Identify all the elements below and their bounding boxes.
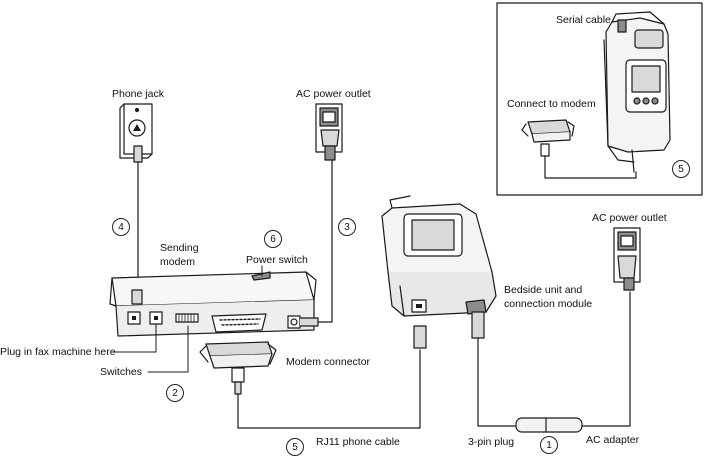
callout-5-inset: 5: [672, 160, 690, 178]
callout-1: 1: [540, 436, 558, 454]
label-ac-outlet-right: AC power outlet: [592, 212, 667, 224]
label-ac-adapter: AC adapter: [586, 434, 639, 446]
modem-connector: [200, 342, 276, 394]
inset-handheld-unit: [604, 12, 670, 172]
phone-plug-top: [134, 146, 142, 162]
inset-modem-connector: [522, 120, 574, 156]
label-bedside-line2: connection module: [504, 298, 592, 310]
ac-outlet-right: [614, 228, 640, 290]
label-ac-outlet-top: AC power outlet: [296, 88, 371, 100]
label-switches: Switches: [100, 366, 142, 378]
sending-modem: [110, 272, 318, 336]
adapter-cable-right: [582, 292, 630, 426]
ac-adapter-brick: [516, 418, 582, 432]
callout-4: 4: [112, 218, 130, 236]
adapter-cable-left: [478, 338, 516, 426]
bedside-unit: [382, 196, 496, 348]
inset-serial-cable: [545, 156, 636, 178]
label-fax: Plug in fax machine here: [0, 346, 116, 358]
label-modem-connector: Modem connector: [286, 356, 370, 368]
label-three-pin: 3-pin plug: [468, 436, 514, 448]
label-rj11: RJ11 phone cable: [316, 436, 400, 448]
label-serial-cable: Serial cable: [556, 14, 611, 26]
label-power-switch: Power switch: [246, 254, 308, 266]
label-phone-jack: Phone jack: [112, 88, 164, 100]
label-modem: modem: [160, 256, 195, 268]
callout-2: 2: [166, 384, 184, 402]
label-sending: Sending: [160, 242, 199, 254]
power-cable: [318, 160, 332, 322]
callout-6: 6: [264, 230, 282, 248]
ac-outlet-top: [316, 104, 342, 160]
label-bedside-line1: Bedside unit and: [504, 284, 582, 296]
label-connect-to-modem: Connect to modem: [507, 98, 596, 110]
callout-3: 3: [338, 218, 356, 236]
callout-5-cable: 5: [286, 438, 304, 456]
